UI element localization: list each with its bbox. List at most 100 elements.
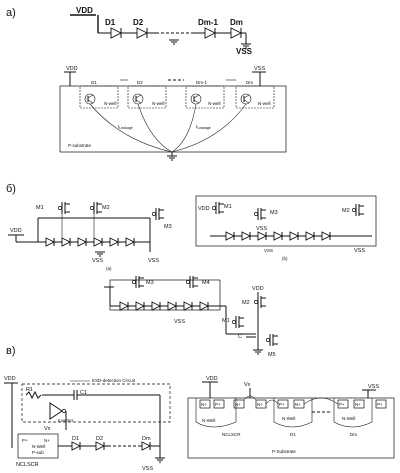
ground-icon (154, 457, 166, 463)
esd-detection-label: ESD-detection Circuit (92, 378, 136, 383)
leakage-label: ILeakage (118, 124, 133, 130)
transistor-m1-label: M1 (36, 205, 44, 211)
caption-b: (b) (282, 256, 288, 261)
diode-d2-label: D2 (96, 436, 103, 442)
vss-label: VSS (264, 248, 273, 253)
n-plus-label: N+ (295, 402, 301, 407)
n-plus-label: N+ (235, 402, 241, 407)
transistor-m5-label: M5 (268, 352, 276, 358)
parasitic-bjt (84, 93, 96, 105)
vss-label: VSS (368, 384, 379, 390)
n-well (235, 85, 275, 109)
p-plus-label: P+ (339, 402, 345, 407)
transistor-m2 (89, 201, 103, 215)
transistor-m2-label: M2 (242, 300, 250, 306)
vss-label: VSS (256, 226, 267, 232)
mos-diode-circuit-a: VDD M1 M2 M3 VSS VSS (8, 201, 172, 264)
diode-label-d2: D2 (137, 80, 143, 85)
transistor-m1 (211, 201, 225, 215)
diode (151, 301, 161, 311)
diode (93, 237, 103, 247)
transistor-m3 (131, 275, 145, 289)
n-well-label: N-well (104, 101, 117, 106)
parasitic-bjt (190, 93, 202, 105)
capacitor-c-label: C (238, 334, 242, 340)
diode (125, 237, 135, 247)
diode-label-d1: D1 (91, 80, 97, 85)
n-well-label: N-well (208, 101, 221, 106)
diode-label-d2: D2 (133, 18, 144, 27)
vdd-label: VDD (198, 206, 210, 212)
diode-string-schematic: VDD D1 D2 Dm-1 Dm VSS (70, 6, 253, 56)
vss-label: VSS (236, 47, 253, 56)
transistor-m3 (151, 207, 165, 221)
vdd-label: VDD (252, 286, 264, 292)
transistor-m3-label: M3 (164, 224, 172, 230)
section-b-label: б) (6, 183, 16, 195)
diode-dm-label: Dm (142, 436, 151, 442)
n-plus-label: N+ (201, 402, 207, 407)
diode (61, 237, 71, 247)
ground-icon (168, 39, 180, 45)
transistor-m1 (57, 201, 71, 215)
vx-label: Vx (44, 426, 51, 432)
p-plus-label: P+ (22, 438, 28, 443)
n-well-label: N-Well (342, 416, 355, 421)
diode-d2 (136, 27, 148, 39)
p-substrate-label: P-substrate (68, 143, 92, 148)
n-well (185, 85, 225, 109)
diode-d1-label: D1 (72, 436, 79, 442)
diode-dm-1 (204, 27, 216, 39)
vx-label: Vx (244, 382, 251, 388)
vss-label: VSS (354, 248, 365, 254)
parasitic-bjt (132, 93, 144, 105)
diode (183, 301, 193, 311)
resistor-r1-label: R1 (26, 387, 33, 393)
n-well-label: N-Well (202, 418, 215, 423)
esd-clamp-cross-section: VDD Vx VSS N+ P+ N+ N+ N-Well NCLSCR P+ … (187, 376, 395, 459)
diode (135, 301, 145, 311)
diode (109, 237, 119, 247)
section-a-label: а) (6, 7, 16, 19)
p-substrate (187, 397, 395, 459)
capacitor-c1-label: C1 (80, 390, 87, 396)
p-sub-label: P-sub (32, 450, 44, 455)
diode (45, 237, 55, 247)
leakage-label: ILeakage (196, 124, 211, 130)
transistor-m3 (253, 207, 267, 221)
vss-label: VSS (142, 466, 153, 472)
diode-d1-label: D1 (290, 432, 296, 437)
vdd-label: VDD (66, 66, 78, 72)
mos-diode-circuit-b: VDD M1 M3 VSS M2 VSS VSS (b) (195, 195, 377, 261)
diode (199, 301, 209, 311)
diode (289, 231, 299, 241)
diode-label-d1: D1 (105, 18, 116, 27)
vdd-label: VDD (206, 376, 218, 382)
transistor-m3-label: M3 (270, 210, 278, 216)
nclscr-label: NCLSCR (222, 432, 241, 437)
nclscr-label: NCLSCR (16, 462, 39, 468)
diode-d1 (71, 441, 81, 451)
diode-label-dm-1: Dm-1 (198, 18, 219, 27)
p-plus-label: P+ (215, 402, 221, 407)
diode (273, 231, 283, 241)
vss-label: VSS (148, 258, 159, 264)
diode (225, 231, 235, 241)
diode-dm (141, 441, 151, 451)
transistor-m2 (253, 295, 267, 309)
n-plus-label: N+ (44, 438, 50, 443)
diode-label-dm: Dm (230, 18, 243, 27)
diode-d2 (95, 441, 105, 451)
diode (119, 301, 129, 311)
p-substrate-label: P-Substrate (272, 449, 296, 454)
diode-label-dm-1: Dm-1 (196, 80, 207, 85)
transistor-m2-label: M2 (102, 205, 110, 211)
transistor-m2 (351, 203, 365, 217)
ground-icon (94, 251, 106, 257)
section-c-label: в) (6, 345, 16, 357)
vss-label: VSS (92, 258, 103, 264)
transistor-m1-label: M1 (224, 204, 232, 210)
diode-dm (230, 27, 242, 39)
diode-label-dm: Dm (246, 80, 253, 85)
p-plus-label: P+ (279, 402, 285, 407)
